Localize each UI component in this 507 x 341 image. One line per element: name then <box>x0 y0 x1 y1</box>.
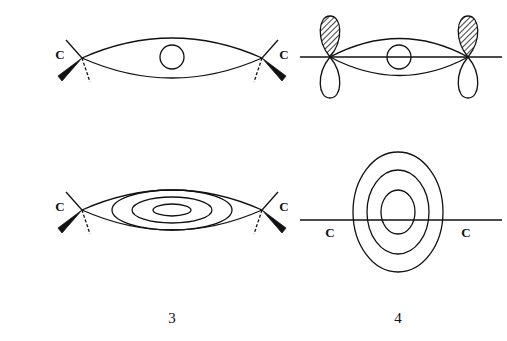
p-orbital-lobe <box>320 57 340 98</box>
p-orbital-lobe <box>320 16 340 57</box>
dashed-bond <box>82 210 90 234</box>
orbital-lobe <box>330 39 468 58</box>
bond-line <box>66 40 82 58</box>
contour-line <box>132 197 212 223</box>
dashed-bond <box>82 58 90 82</box>
orbital-lobe <box>82 210 262 230</box>
wedge-bond <box>262 210 286 233</box>
orbital-lobe <box>82 190 262 210</box>
wedge-bond <box>262 58 286 81</box>
atom-label: C <box>55 48 64 61</box>
atom-label: C <box>279 200 288 213</box>
contour-line <box>112 190 232 230</box>
orbital-lobe <box>82 58 262 78</box>
figure-number: 4 <box>394 311 402 326</box>
axis-line <box>300 219 502 220</box>
bond-line <box>262 192 278 210</box>
dashed-bond <box>254 58 262 82</box>
bond-line <box>66 192 82 210</box>
contour-line <box>381 190 415 234</box>
p-orbital-lobe <box>458 16 478 57</box>
contour-line <box>353 152 443 272</box>
figure-number: 3 <box>168 311 176 326</box>
contour-line <box>153 204 191 216</box>
overlap-node <box>387 45 411 69</box>
orbital-lobe <box>82 38 262 58</box>
bond-line <box>262 40 278 58</box>
atom-label: C <box>55 200 64 213</box>
orbital-lobe <box>330 57 468 76</box>
atom-label: C <box>279 48 288 61</box>
dashed-bond <box>254 210 262 234</box>
wedge-bond <box>58 210 82 233</box>
p-orbital-lobe <box>458 57 478 98</box>
overlap-node <box>160 45 184 69</box>
atom-label: C <box>325 226 334 239</box>
contour-line <box>367 170 429 254</box>
atom-label: C <box>461 226 470 239</box>
wedge-bond <box>58 58 82 81</box>
